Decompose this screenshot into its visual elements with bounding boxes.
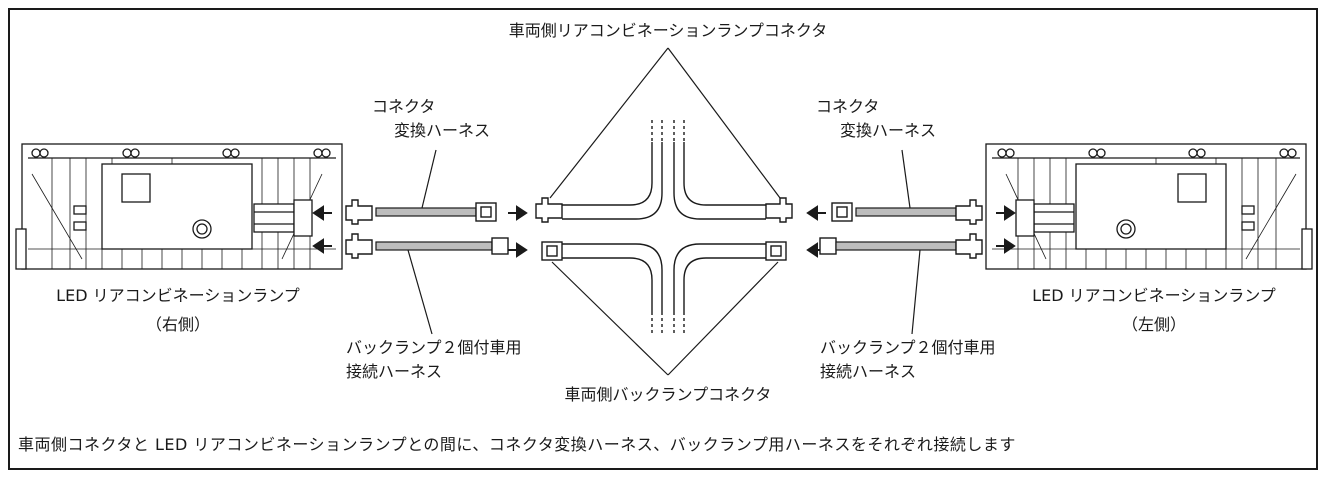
left-conversion-label-line1: コネクタ xyxy=(372,97,436,116)
caption-text: 車両側コネクタと LED リアコンビネーションランプとの間に、コネクタ変換ハーネ… xyxy=(18,435,1016,454)
right-lamp-label-line2: （左側） xyxy=(1121,315,1186,334)
top-connector-label: 車両側リアコンビネーションランプコネクタ xyxy=(508,21,828,40)
left-lamp-label-line1: LED リアコンビネーションランプ xyxy=(56,286,300,305)
right-conversion-label-line1: コネクタ xyxy=(816,97,880,116)
right-back-harness-label-line1: バックランプ２個付車用 xyxy=(820,338,996,357)
vehicle-connectors xyxy=(535,197,793,261)
bottom-connector-label: 車両側バックランプコネクタ xyxy=(564,385,772,404)
left-lamp-label-line2: （右側） xyxy=(145,315,210,334)
arrow-right-icon xyxy=(996,238,1016,254)
harness-right-conversion xyxy=(831,199,983,225)
lamp-right-side xyxy=(15,143,343,270)
arrow-right-icon xyxy=(996,205,1016,221)
arrow-left-icon xyxy=(312,238,332,254)
right-back-harness-label-line2: 接続ハーネス xyxy=(820,362,917,381)
vehicle-wiring xyxy=(562,120,766,336)
right-lamp-label-line1: LED リアコンビネーションランプ xyxy=(1032,286,1276,305)
arrow-right-icon xyxy=(508,205,528,221)
left-conversion-label-line2: 変換ハーネス xyxy=(394,121,491,140)
right-conversion-label-line2: 変換ハーネス xyxy=(840,121,937,140)
arrow-right-icon xyxy=(508,242,528,258)
left-back-harness-label-line1: バックランプ２個付車用 xyxy=(346,338,522,357)
left-back-harness-label-line2: 接続ハーネス xyxy=(346,362,443,381)
leader-lines xyxy=(407,47,921,376)
arrows xyxy=(312,205,1016,258)
harness-left-back xyxy=(345,233,509,259)
arrow-left-icon xyxy=(806,205,826,221)
harness-left-conversion xyxy=(345,199,497,225)
harness-right-back xyxy=(819,233,983,259)
arrow-left-icon xyxy=(312,205,332,221)
lamp-left-side xyxy=(985,143,1313,270)
